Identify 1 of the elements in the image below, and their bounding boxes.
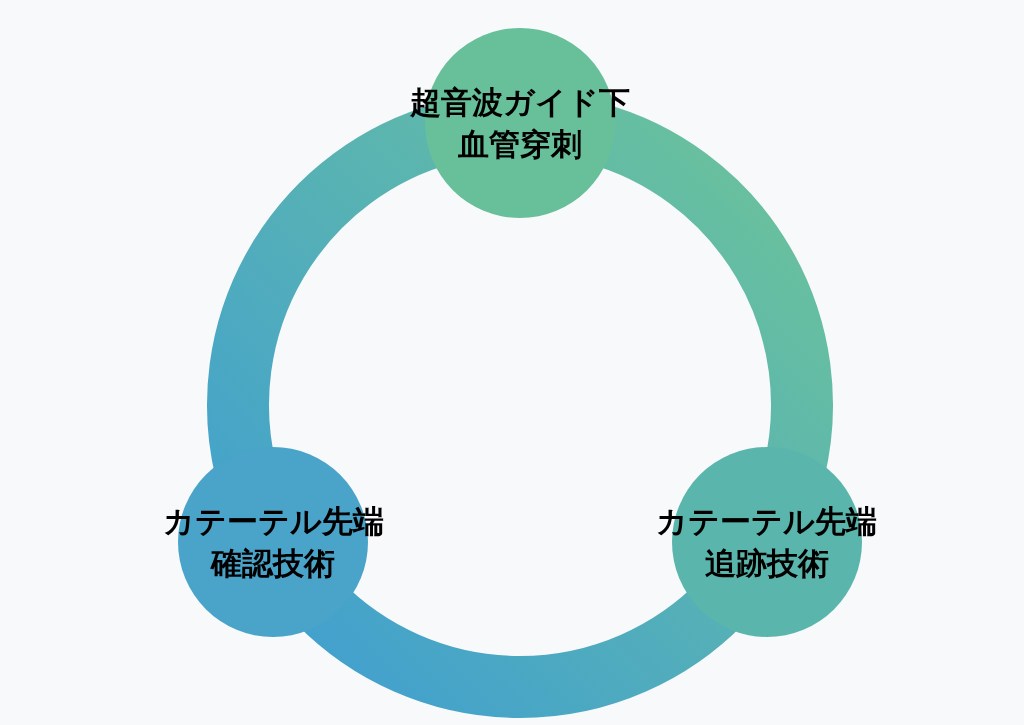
stage-label: 超音波ガイド下血管穿刺 bbox=[409, 83, 631, 164]
